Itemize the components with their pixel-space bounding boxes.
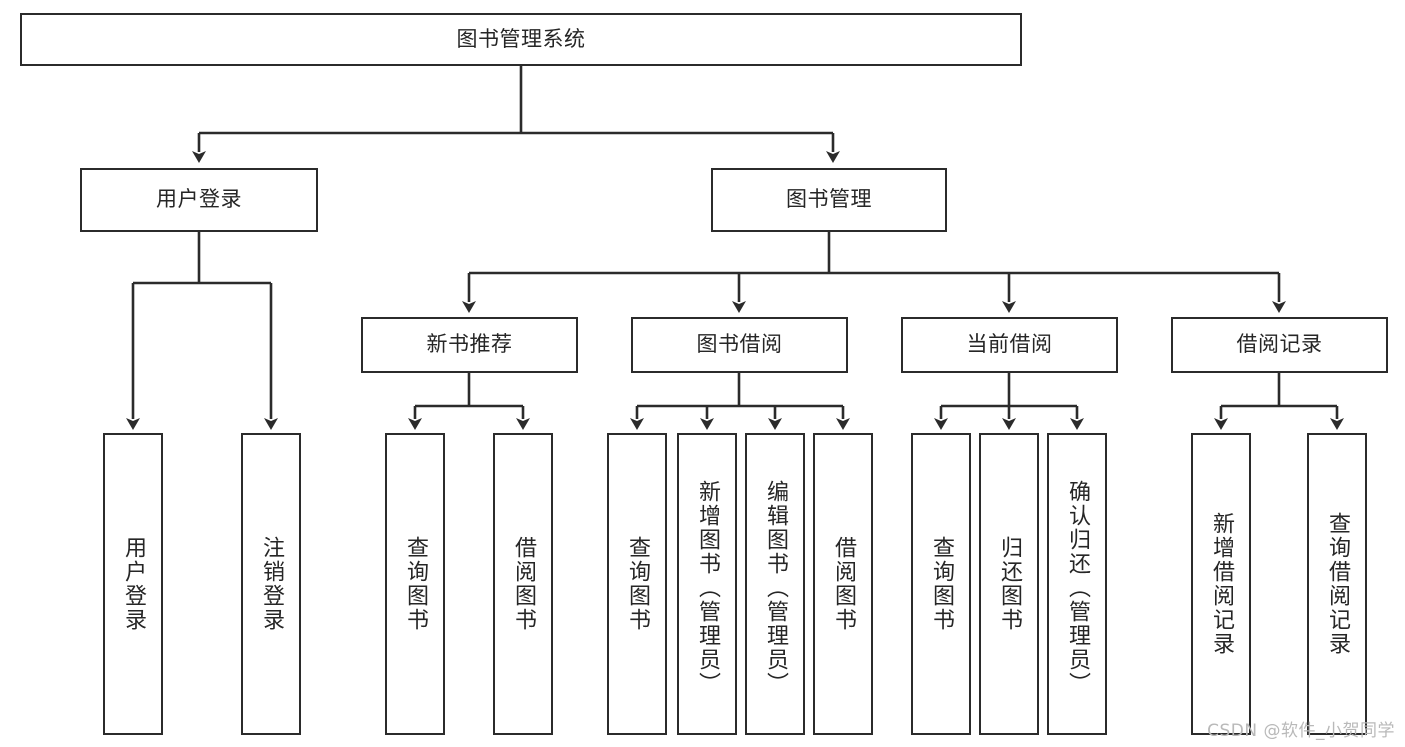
leaf-confirm-return-label: 确认归还（管理员） [1064,480,1090,696]
leaf-query-book-3-label: 查询图书 [928,536,954,632]
node-book-borrow[interactable]: 图书借阅 [631,317,848,373]
leaf-borrow-book-2-label: 借阅图书 [830,536,856,632]
leaf-edit-book-label: 编辑图书（管理员） [762,480,788,696]
leaf-user-login-label: 用户登录 [120,536,146,632]
csdn-watermark: CSDN @软件_小贺同学 [1207,721,1395,741]
leaf-query-book-1[interactable]: 查询图书 [385,433,445,735]
leaf-borrow-book-2[interactable]: 借阅图书 [813,433,873,735]
node-root-label: 图书管理系统 [456,26,586,51]
node-new-book-recommend[interactable]: 新书推荐 [361,317,578,373]
leaf-logout[interactable]: 注销登录 [241,433,301,735]
node-user-login[interactable]: 用户登录 [80,168,318,232]
node-user-login-label: 用户登录 [156,187,242,212]
leaf-edit-book[interactable]: 编辑图书（管理员） [745,433,805,735]
leaf-query-book-2-label: 查询图书 [624,536,650,632]
leaf-query-record[interactable]: 查询借阅记录 [1307,433,1367,735]
leaf-add-record[interactable]: 新增借阅记录 [1191,433,1251,735]
leaf-query-book-3[interactable]: 查询图书 [911,433,971,735]
leaf-query-book-2[interactable]: 查询图书 [607,433,667,735]
leaf-add-record-label: 新增借阅记录 [1208,512,1234,656]
leaf-user-login[interactable]: 用户登录 [103,433,163,735]
node-current-borrow[interactable]: 当前借阅 [901,317,1118,373]
leaf-query-book-1-label: 查询图书 [402,536,428,632]
node-book-manage-label: 图书管理 [786,187,872,212]
node-new-book-recommend-label: 新书推荐 [426,332,513,357]
leaf-add-book[interactable]: 新增图书（管理员） [677,433,737,735]
leaf-logout-label: 注销登录 [258,536,284,632]
node-book-manage[interactable]: 图书管理 [711,168,947,232]
leaf-borrow-book-1-label: 借阅图书 [510,536,536,632]
node-borrow-record[interactable]: 借阅记录 [1171,317,1388,373]
leaf-return-book[interactable]: 归还图书 [979,433,1039,735]
leaf-borrow-book-1[interactable]: 借阅图书 [493,433,553,735]
leaf-return-book-label: 归还图书 [996,536,1022,632]
node-borrow-record-label: 借阅记录 [1236,332,1323,357]
node-root[interactable]: 图书管理系统 [20,13,1022,66]
node-current-borrow-label: 当前借阅 [966,332,1053,357]
node-book-borrow-label: 图书借阅 [696,332,783,357]
leaf-confirm-return[interactable]: 确认归还（管理员） [1047,433,1107,735]
leaf-add-book-label: 新增图书（管理员） [694,480,720,696]
leaf-query-record-label: 查询借阅记录 [1324,512,1350,656]
